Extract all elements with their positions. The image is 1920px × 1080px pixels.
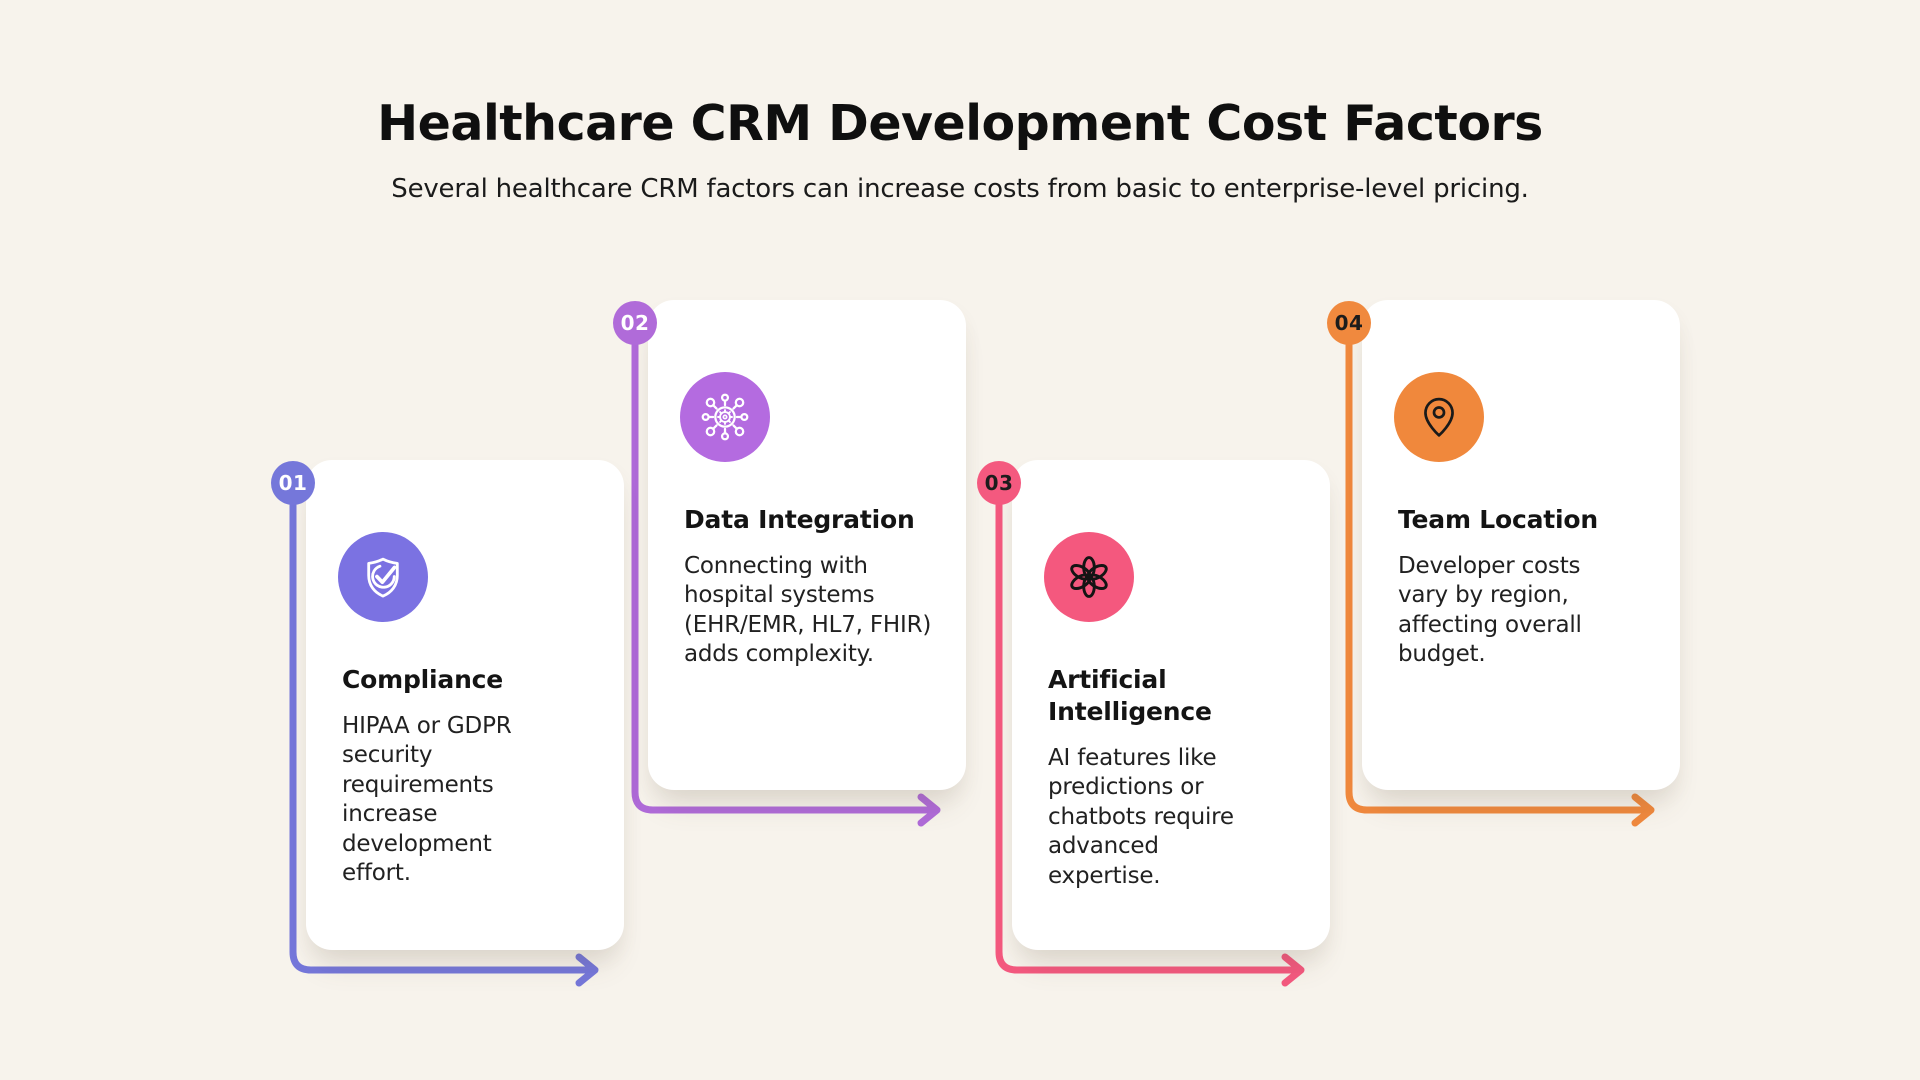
step-number: 01 [278, 471, 308, 495]
connector-arrowhead [1281, 953, 1305, 987]
card-title: Data Integration [684, 505, 915, 534]
card-body: HIPAA or GDPR security requirements incr… [342, 713, 512, 887]
connector-line [289, 479, 595, 974]
factor-card: Team Location Developer costs vary by re… [1362, 300, 1680, 790]
card-title: Compliance [342, 665, 504, 694]
step-number-badge: 01 [271, 461, 315, 505]
step-number-badge: 04 [1327, 301, 1371, 345]
connector-arrow [1345, 319, 1655, 827]
card-body: Developer costs vary by region, affectin… [1398, 553, 1582, 668]
card-body: Connecting with hospital systems (EHR/EM… [684, 553, 932, 668]
factor-group-team-location: 04 Team Location Developer costs vary by… [1327, 300, 1687, 840]
connector-line [631, 319, 937, 814]
page-title: Healthcare CRM Development Cost Factors [377, 95, 1543, 152]
connector-arrowhead [575, 953, 599, 987]
factor-group-data-integration: 02 [613, 300, 973, 840]
step-number: 04 [1334, 311, 1364, 335]
integration-network-icon [680, 372, 770, 462]
factor-group-compliance: 01 Compliance HIPAA or GDPR security req… [271, 460, 631, 1000]
openai-logo-icon [1044, 532, 1134, 622]
factor-group-artificial-intelligence: 03 Artificial Intelligence AI features l… [977, 460, 1337, 1000]
connector-arrow [995, 479, 1305, 987]
connector-arrow [289, 479, 599, 987]
openai-logo-glyph [1070, 556, 1108, 598]
step-number-badge: 03 [977, 461, 1021, 505]
integration-network-glyph [701, 393, 749, 441]
page-subtitle: Several healthcare CRM factors can incre… [391, 174, 1529, 205]
shield-check-icon [338, 532, 428, 622]
header: Healthcare CRM Development Cost Factors … [0, 95, 1920, 205]
step-number: 03 [984, 471, 1014, 495]
location-pin-icon [1394, 372, 1484, 462]
card-body: AI features like predictions or chatbots… [1048, 745, 1234, 889]
location-pin-glyph [1424, 397, 1454, 437]
factor-card: Artificial Intelligence AI features like… [1012, 460, 1330, 950]
shield-check-glyph [367, 557, 399, 598]
connector-arrow [631, 319, 941, 827]
factor-card: Compliance HIPAA or GDPR security requir… [306, 460, 624, 950]
step-number-badge: 02 [613, 301, 657, 345]
connector-arrowhead [917, 793, 941, 827]
connector-line [995, 479, 1301, 974]
card-title: Artificial Intelligence [1048, 665, 1212, 726]
factor-card: Data Integration Connecting with hospita… [648, 300, 966, 790]
connector-arrowhead [1631, 793, 1655, 827]
connector-line [1345, 319, 1651, 814]
card-title: Team Location [1398, 505, 1599, 534]
step-number: 02 [620, 311, 650, 335]
